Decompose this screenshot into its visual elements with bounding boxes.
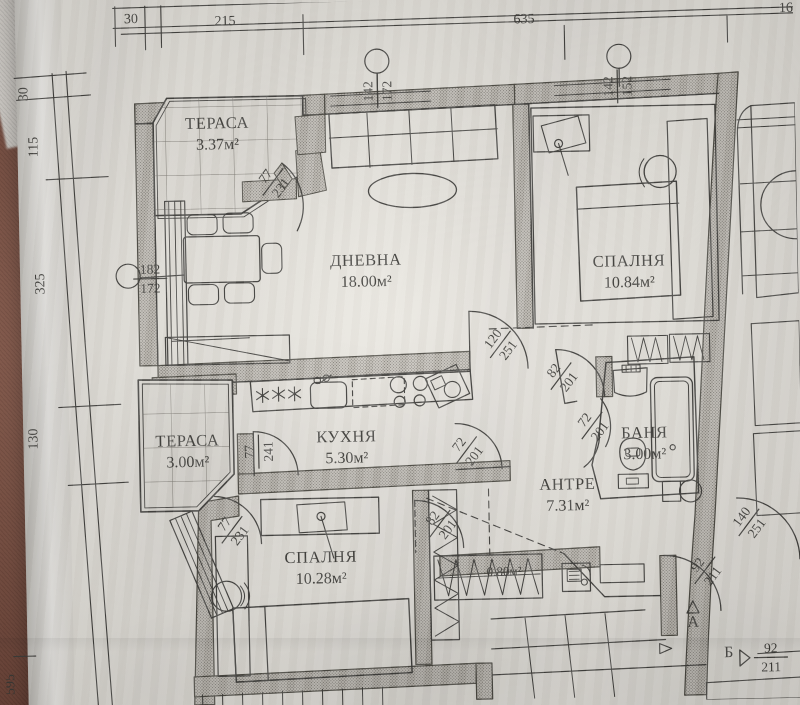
dim-top-1: 215 bbox=[214, 14, 235, 29]
room-area-bathroom: 3.00м² bbox=[623, 445, 666, 463]
dim-top-3: 16 bbox=[779, 1, 793, 16]
dim-left-3: 130 bbox=[26, 428, 41, 449]
opening-fraction-bar bbox=[616, 69, 619, 104]
opening-dim: 241 bbox=[260, 441, 275, 462]
room-area-living-room: 18.00м² bbox=[341, 273, 392, 291]
dim-left-1: 115 bbox=[26, 137, 41, 158]
opening-dim: 172 bbox=[140, 281, 161, 296]
room-area-kitchen: 5.30м² bbox=[325, 449, 368, 467]
room-name-terrace-left: ТЕРАСА bbox=[155, 430, 219, 450]
opening-dim: 152 bbox=[619, 76, 634, 97]
room-name-hallway: АНТРЕ bbox=[539, 474, 596, 494]
stair-marker-А: А bbox=[687, 614, 699, 631]
dimension-chain-left bbox=[13, 70, 129, 705]
opening-dim: 211 bbox=[761, 659, 781, 674]
opening-dim: 77 bbox=[242, 445, 257, 459]
room-terrace-top bbox=[152, 94, 327, 220]
stair-marker-Б: Б bbox=[724, 644, 734, 661]
room-name-kitchen: КУХНЯ bbox=[316, 426, 377, 446]
opening-dim: 92 bbox=[764, 640, 778, 655]
room-name-terrace-top: ТЕРАСА bbox=[185, 113, 249, 133]
room-name-living-room: ДНЕВНА bbox=[330, 250, 402, 270]
dining-set bbox=[182, 212, 283, 306]
room-area-terrace-top: 3.37м² bbox=[196, 136, 239, 154]
opening-dim: 172 bbox=[379, 81, 394, 102]
room-area-bedroom-bottom: 10.28м² bbox=[296, 570, 347, 588]
neighbour-unit bbox=[736, 102, 800, 517]
closet-area-label: 0.80м² bbox=[487, 563, 522, 579]
opening-fraction-bar bbox=[753, 656, 788, 659]
dim-left-0: 30 bbox=[16, 87, 31, 101]
room-name-bedroom-bottom: СПАЛНЯ bbox=[284, 547, 357, 567]
stair-core bbox=[490, 600, 800, 701]
room-name-bathroom: БАНЯ bbox=[621, 422, 668, 442]
room-area-terrace-left: 3.00м² bbox=[166, 454, 209, 472]
dimension-chain-top bbox=[112, 0, 794, 60]
cooktop-burners bbox=[255, 386, 302, 404]
opening-fraction-bar bbox=[257, 434, 260, 469]
opening-fraction-bar bbox=[376, 74, 379, 109]
opening-dim: 142 bbox=[360, 81, 375, 102]
room-area-bedroom-right: 10.84м² bbox=[604, 274, 655, 292]
dim-top-0: 30 bbox=[124, 12, 138, 27]
opening-dim: 182 bbox=[140, 262, 161, 277]
room-name-bedroom-right: СПАЛНЯ bbox=[592, 250, 665, 270]
opening-fraction-bar bbox=[133, 277, 168, 280]
dim-left-2: 325 bbox=[33, 273, 48, 294]
room-area-hallway: 7.31м² bbox=[546, 497, 589, 515]
opening-dim: 142 bbox=[600, 76, 615, 97]
paper-sheet: ТЕРАСА 3.37м² ДНЕВНА 18.00м² СПАЛНЯ 10.84м² ТЕ… bbox=[3, 0, 800, 705]
dim-top-2: 635 bbox=[513, 12, 534, 27]
